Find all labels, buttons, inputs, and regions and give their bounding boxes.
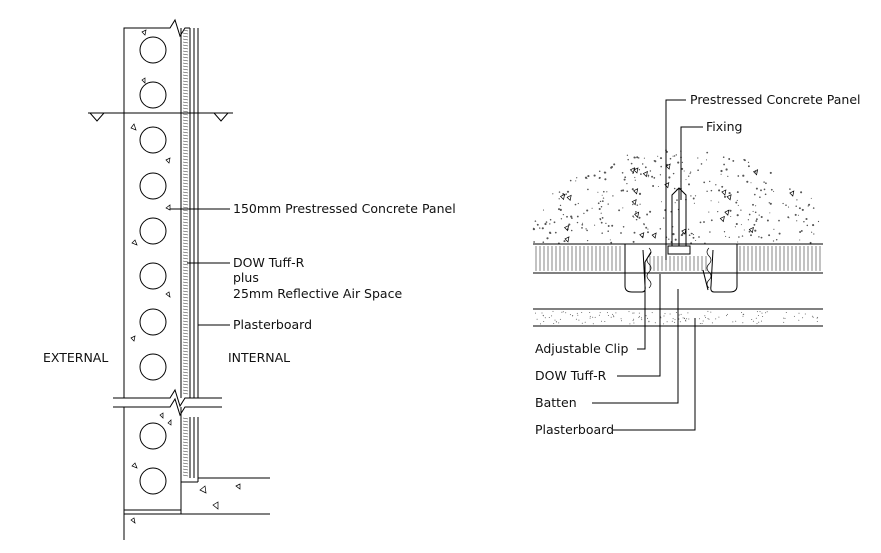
label-air-space: 25mm Reflective Air Space — [233, 286, 402, 301]
label-internal: INTERNAL — [228, 350, 290, 365]
insulation-layer — [182, 29, 189, 477]
label-detail-plasterboard: Plasterboard — [535, 422, 614, 437]
label-insulation: DOW Tuff-R — [233, 255, 305, 270]
wall-leaders — [170, 208, 230, 326]
label-plasterboard: Plasterboard — [233, 317, 312, 332]
section-break — [113, 388, 222, 417]
aggregate-marks — [130, 29, 241, 524]
hollow-cores — [139, 36, 167, 495]
detail-leaders — [592, 99, 709, 431]
label-external: EXTERNAL — [43, 350, 108, 365]
label-batten: Batten — [535, 395, 577, 410]
fixing-bolt — [671, 187, 687, 247]
level-line — [88, 112, 233, 122]
label-concrete-panel: 150mm Prestressed Concrete Panel — [233, 201, 456, 216]
concrete-panel-lower — [123, 407, 270, 540]
wall-section: 150mm Prestressed Concrete Panel DOW Tuf… — [43, 18, 456, 540]
insulation-band — [533, 243, 823, 274]
concrete-panel-upper — [123, 18, 190, 398]
adjustable-clip — [624, 244, 738, 293]
label-detail-concrete-panel: Prestressed Concrete Panel — [690, 92, 860, 107]
label-detail-insulation: DOW Tuff-R — [535, 368, 607, 383]
concrete-speckle — [532, 149, 820, 244]
label-adjustable-clip: Adjustable Clip — [535, 341, 628, 356]
label-detail-fixing: Fixing — [706, 119, 742, 134]
plasterboard-layer — [189, 28, 199, 478]
fixing-detail: Prestressed Concrete Panel Fixing Adjust… — [532, 92, 860, 437]
label-insulation-plus: plus — [233, 270, 259, 285]
